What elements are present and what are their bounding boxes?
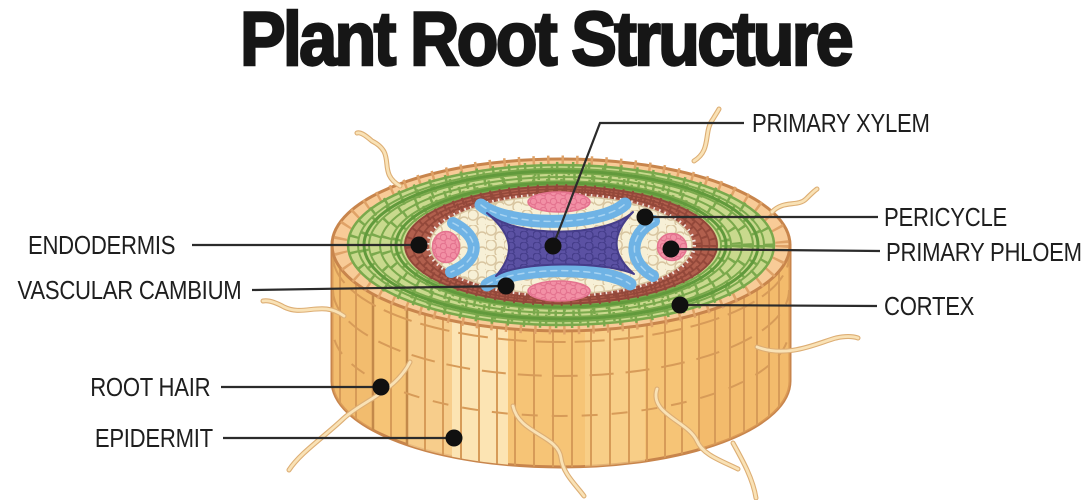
label-primary-phloem: PRIMARY PHLOEM — [886, 237, 1082, 267]
label-vascular-cambium: VASCULAR CAMBIUM — [17, 275, 241, 305]
leader-root-hair — [221, 378, 390, 396]
leader-vascular-cambium — [251, 277, 515, 295]
label-primary-xylem: PRIMARY XYLEM — [752, 108, 930, 138]
dot-primary-phloem — [662, 240, 680, 258]
vascular-cambium-arcs — [445, 197, 660, 292]
label-epidermit: EPIDERMIT — [94, 423, 213, 453]
pericycle-fringe — [426, 192, 696, 298]
leader-lines — [192, 121, 881, 447]
leader-cortex — [671, 296, 878, 314]
dot-primary-xylem — [544, 237, 562, 255]
leader-primary-phloem — [662, 240, 881, 258]
dot-vascular-cambium — [497, 277, 515, 295]
page-title-text: Plant Root Structure — [239, 0, 855, 83]
leader-pericycle — [636, 208, 878, 226]
root-hairs — [260, 106, 861, 500]
leader-primary-xylem — [544, 121, 744, 255]
dot-epidermit — [445, 429, 463, 447]
epidermis-ring-ticks — [333, 155, 789, 335]
label-cortex: CORTEX — [884, 291, 975, 321]
label-pericycle: PERICYCLE — [884, 202, 1007, 232]
leader-endodermis — [192, 236, 428, 254]
leader-epidermit — [223, 429, 463, 447]
dot-pericycle — [636, 208, 654, 226]
label-root-hair: ROOT HAIR — [89, 372, 210, 402]
dot-root-hair — [372, 378, 390, 396]
root-hair-highlights — [261, 107, 860, 500]
label-endodermis: ENDODERMIS — [27, 230, 176, 260]
dot-cortex — [671, 296, 689, 314]
page-title: Plant Root Structure — [0, 0, 1091, 83]
dot-endodermis — [410, 236, 428, 254]
